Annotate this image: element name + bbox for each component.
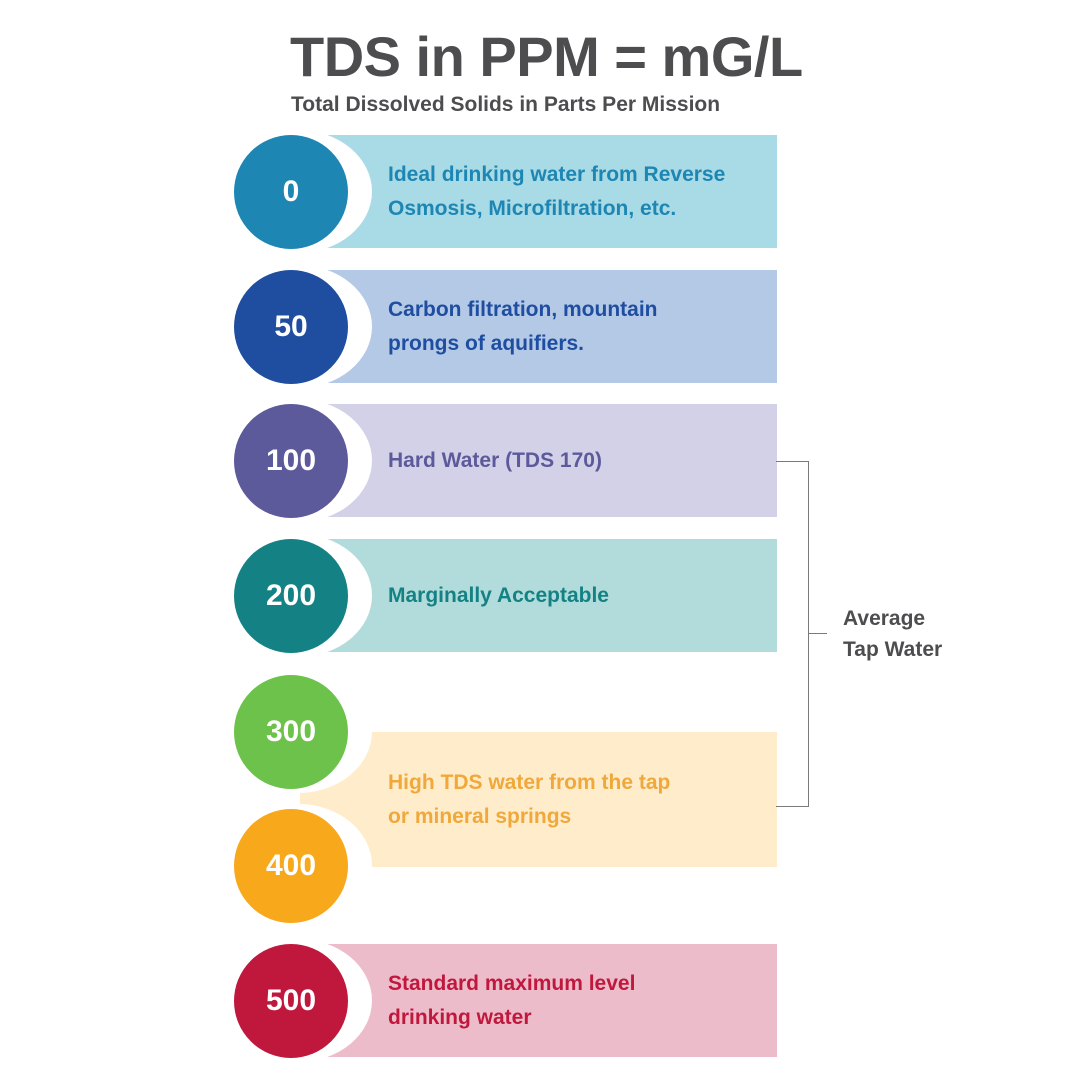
level-circle-100: 100 [234, 404, 348, 518]
description-line: Osmosis, Microfiltration, etc. [388, 196, 677, 220]
description-500: Standard maximum level drinking water [388, 944, 768, 1057]
bracket-label-line: Tap Water [843, 638, 943, 661]
level-circle-0: 0 [234, 135, 348, 249]
description-line: Marginally Acceptable [388, 583, 609, 607]
description-line: Standard maximum level [388, 971, 636, 995]
level-value: 50 [274, 310, 308, 343]
description-line: Ideal drinking water from Reverse [388, 162, 726, 186]
description-300-400: High TDS water from the tap or mineral sp… [388, 732, 768, 867]
band-200 [300, 539, 777, 652]
average-tap-water-label: Average Tap Water [843, 603, 942, 665]
band-100 [300, 404, 777, 517]
level-value: 400 [265, 849, 317, 882]
description-100: Hard Water (TDS 170) [388, 404, 768, 517]
level-circle-500: 500 [234, 944, 348, 1058]
description-line: Hard Water (TDS 170) [388, 448, 602, 472]
description-line: prongs of aquifiers. [388, 331, 585, 355]
level-circle-300: 300 [234, 675, 348, 789]
description-line: or mineral springs [388, 804, 572, 828]
level-value: 300 [265, 715, 317, 748]
level-value: 500 [265, 984, 317, 1017]
band-0 [300, 135, 777, 248]
description-line: High TDS water from the tap [388, 770, 671, 794]
level-circle-200: 200 [234, 539, 348, 653]
band-500 [300, 944, 777, 1057]
level-value: 100 [265, 444, 317, 477]
bracket-label-line: Average [843, 607, 926, 630]
level-circle-400: 400 [234, 809, 348, 923]
page-title: TDS in PPM = mG/L [290, 25, 803, 88]
level-value: 0 [282, 175, 300, 208]
description-line: drinking water [388, 1005, 532, 1029]
band-300-400 [300, 732, 777, 867]
average-tap-water-bracket [776, 461, 809, 807]
page-subtitle: Total Dissolved Solids in Parts Per Miss… [291, 93, 721, 116]
description-200: Marginally Acceptable [388, 539, 768, 652]
band-50 [300, 270, 777, 383]
level-circle-50: 50 [234, 270, 348, 384]
bracket-tick [809, 633, 827, 634]
description-50: Carbon filtration, mountain prongs of aqu… [388, 270, 768, 383]
level-value: 200 [265, 579, 317, 612]
description-line: Carbon filtration, mountain [388, 297, 658, 321]
